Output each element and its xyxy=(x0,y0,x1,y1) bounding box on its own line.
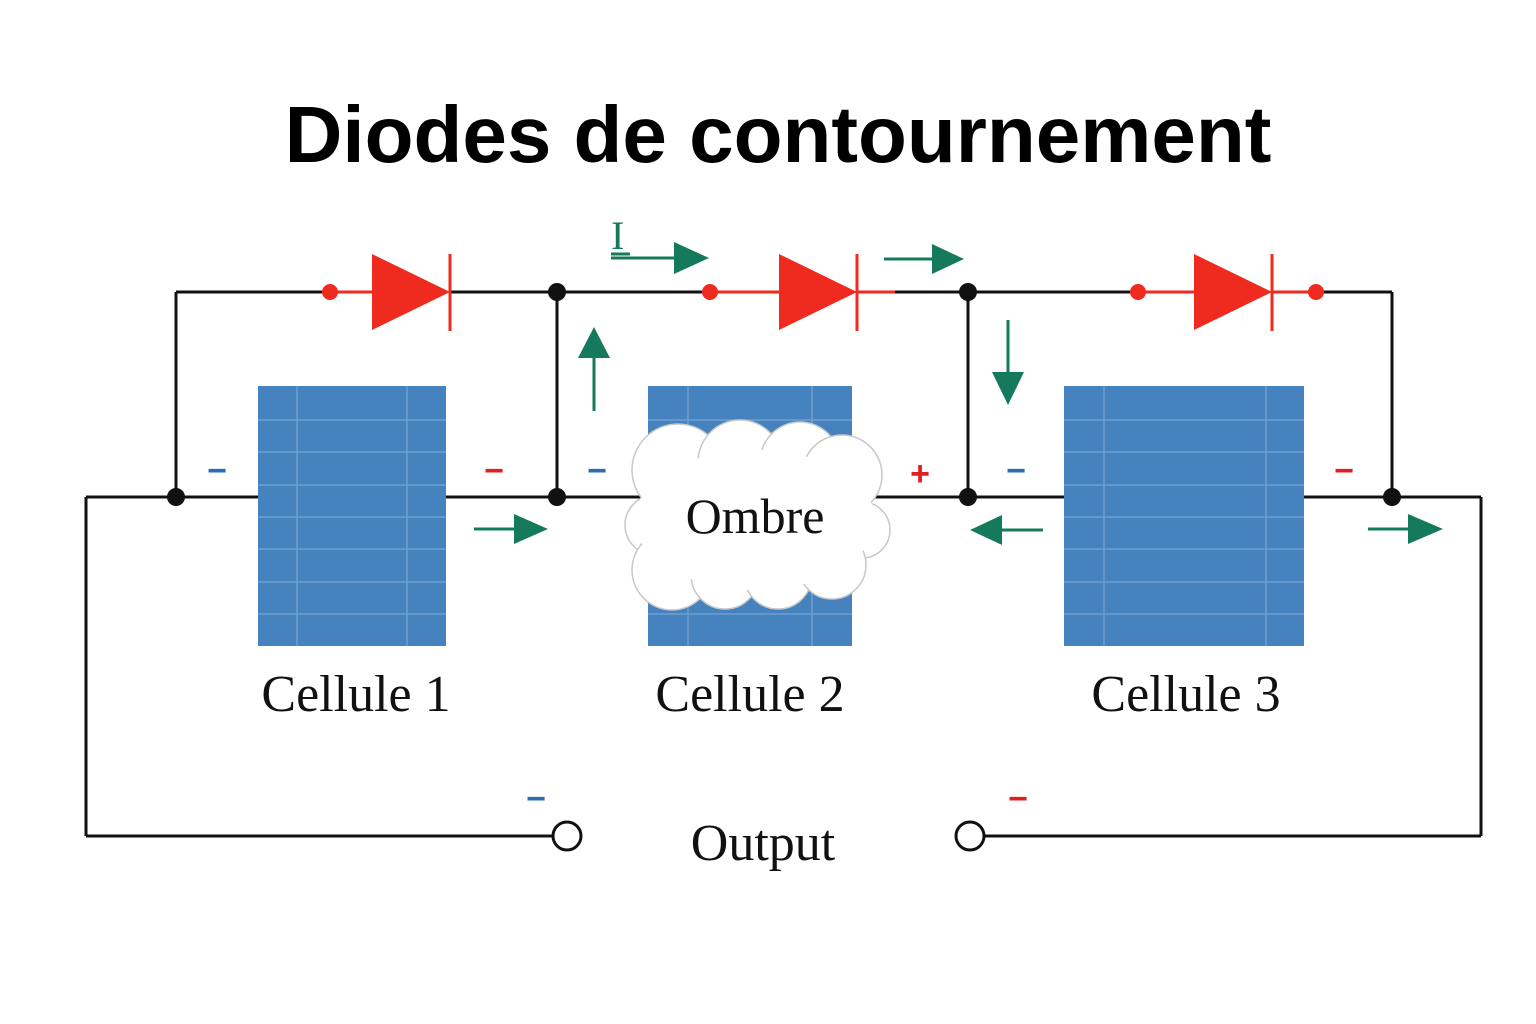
diode-terminal-dot xyxy=(1308,284,1324,300)
cell-1-right-sign: − xyxy=(484,452,504,490)
current-arrows: I xyxy=(474,213,1443,545)
junction-dots xyxy=(167,283,1401,506)
output-terminal-left xyxy=(551,820,583,852)
page-title: Diodes de contournement xyxy=(285,90,1272,179)
solar-panel xyxy=(1064,386,1304,646)
solar-cell-1 xyxy=(258,386,446,646)
diode-terminal-dot xyxy=(322,284,338,300)
output-terminal-right xyxy=(954,820,986,852)
cell-3-right-sign: − xyxy=(1334,452,1354,490)
cell-2-left-sign: − xyxy=(587,452,607,490)
shade-label: Ombre xyxy=(686,488,825,544)
junction-dot xyxy=(548,488,566,506)
solar-panel xyxy=(258,386,446,646)
diode-symbol-icon xyxy=(779,254,857,330)
current-label: I xyxy=(611,213,624,258)
diode-symbol-icon xyxy=(1194,254,1272,330)
junction-dot xyxy=(959,488,977,506)
cell-1-left-sign: − xyxy=(207,452,227,490)
arrow-right-icon xyxy=(611,242,709,274)
diode-terminal-dot xyxy=(1130,284,1146,300)
bypass-diode-2 xyxy=(702,254,895,331)
junction-dot xyxy=(959,283,977,301)
output-right-sign: − xyxy=(1008,780,1028,818)
arrow-up-icon xyxy=(578,327,610,411)
bypass-diode-1 xyxy=(322,254,452,331)
solar-cell-3 xyxy=(1064,386,1304,646)
junction-dot xyxy=(548,283,566,301)
output-left-sign: − xyxy=(526,780,546,818)
output-label: Output xyxy=(691,815,836,872)
diode-symbol-icon xyxy=(372,254,450,330)
diode-terminal-dot xyxy=(702,284,718,300)
arrow-left-icon xyxy=(970,515,1043,545)
cell-2-right-sign: + xyxy=(910,455,930,493)
junction-dot xyxy=(1383,488,1401,506)
arrow-right-icon xyxy=(1368,514,1443,544)
bypass-diode-3 xyxy=(1130,254,1324,331)
cell-label-2: Cellule 2 xyxy=(655,666,844,723)
shade-cloud-icon: Ombre xyxy=(624,419,891,611)
arrow-right-icon xyxy=(884,244,964,274)
arrow-down-icon xyxy=(992,320,1024,405)
junction-dot xyxy=(167,488,185,506)
cell-label-1: Cellule 1 xyxy=(261,666,450,723)
arrow-right-icon xyxy=(474,514,548,544)
cell-3-left-sign: − xyxy=(1006,452,1026,490)
cell-label-3: Cellule 3 xyxy=(1091,666,1280,723)
